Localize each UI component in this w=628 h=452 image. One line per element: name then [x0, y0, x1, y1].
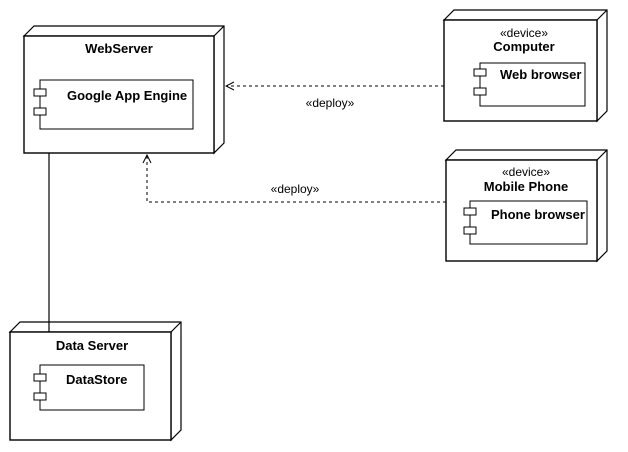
component-icon	[33, 107, 47, 116]
web-browser-component: Web browser	[473, 62, 586, 107]
datastore-label: DataStore	[66, 372, 127, 387]
data-server-node: Data Server DataStore	[8, 321, 182, 442]
mobile-phone-node: «device» Mobile Phone Phone browser	[444, 149, 608, 263]
mobile-deploy-arrow	[147, 155, 446, 203]
mobile-deploy-label: «deploy»	[271, 182, 320, 196]
webserver-title: WebServer	[85, 41, 153, 56]
computer-title: Computer	[493, 39, 554, 54]
component-icon	[33, 373, 47, 382]
web-browser-label: Web browser	[500, 67, 581, 82]
mobile-phone-title: Mobile Phone	[484, 179, 569, 194]
component-icon	[33, 88, 47, 97]
mobile-phone-stereotype: «device»	[502, 165, 550, 179]
google-app-engine-label: Google App Engine	[67, 88, 187, 103]
component-icon	[463, 226, 477, 235]
component-icon	[473, 87, 487, 96]
component-icon	[463, 207, 477, 216]
component-icon	[33, 392, 47, 401]
computer-node: «device» Computer Web browser	[442, 9, 608, 123]
datastore-component: DataStore	[33, 364, 145, 411]
webserver-node: WebServer Google App Engine	[22, 25, 225, 155]
google-app-engine-component: Google App Engine	[33, 79, 194, 130]
data-server-title: Data Server	[56, 338, 128, 353]
phone-browser-component: Phone browser	[463, 200, 588, 245]
phone-browser-label: Phone browser	[491, 207, 585, 222]
component-icon	[473, 68, 487, 77]
computer-stereotype: «device»	[500, 26, 548, 40]
computer-deploy-label: «deploy»	[306, 96, 355, 110]
